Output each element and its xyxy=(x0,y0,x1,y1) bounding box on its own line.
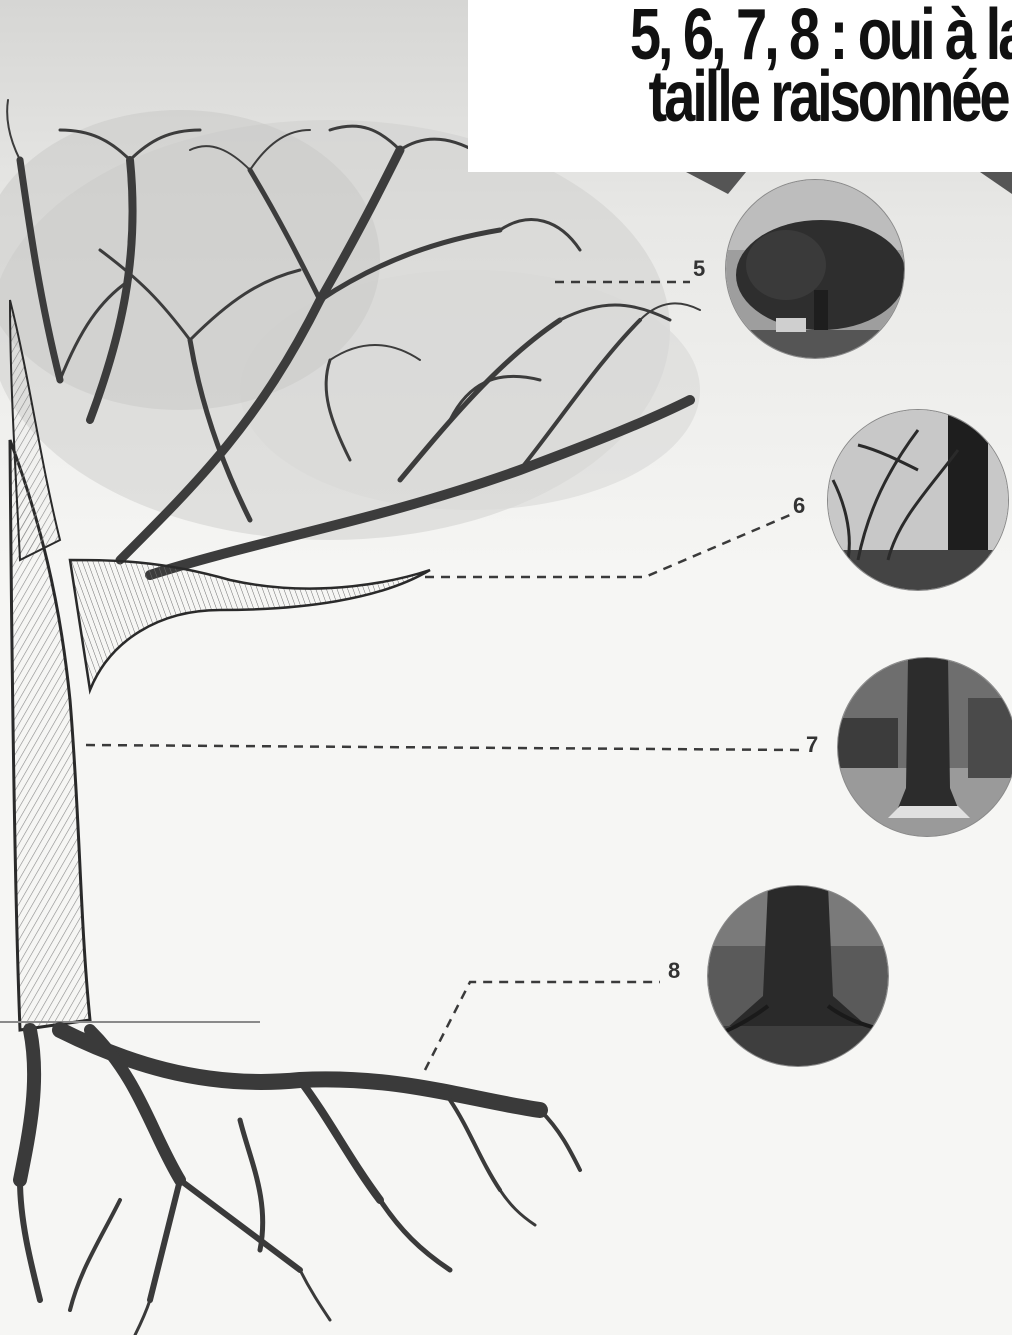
leader-line-7 xyxy=(86,745,800,750)
label-number-6: 6 xyxy=(793,493,805,519)
label-number-8: 8 xyxy=(668,958,680,984)
tree-crown-photo xyxy=(726,180,904,358)
roots xyxy=(20,1030,580,1335)
page-title: 5, 6, 7, 8 : oui à la taille raisonnée xyxy=(630,4,1012,128)
label-number-5: 5 xyxy=(693,256,705,282)
leader-line-6 xyxy=(425,515,790,577)
branch-photo xyxy=(828,410,1008,590)
trunk-photo xyxy=(838,658,1012,836)
roots-photo xyxy=(708,886,888,1066)
title-line-2: taille raisonnée xyxy=(630,66,1012,128)
leader-line-8 xyxy=(425,982,660,1070)
title-box: 5, 6, 7, 8 : oui à la taille raisonnée xyxy=(468,0,1012,172)
label-number-7: 7 xyxy=(806,732,818,758)
crown-foliage xyxy=(0,110,700,540)
